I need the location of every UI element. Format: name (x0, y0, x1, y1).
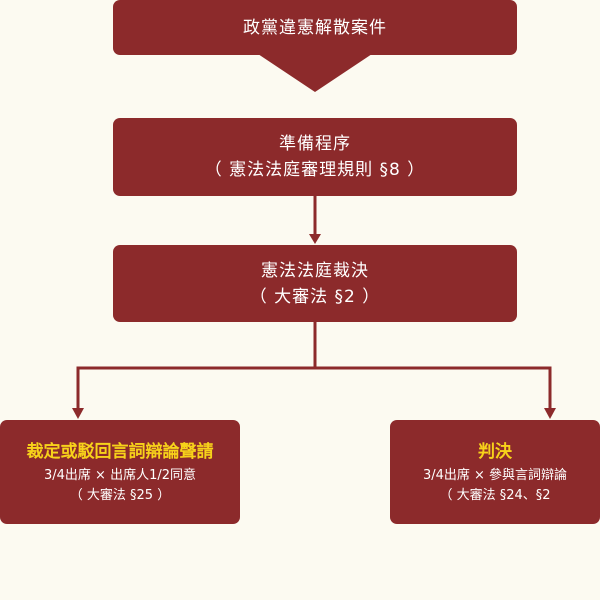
node-title: 準備程序 (279, 134, 351, 154)
node-title: 判決 (478, 442, 512, 462)
node-title: 裁定或駁回言詞辯論聲請 (26, 442, 214, 462)
node-rule: 3/4出席 × 參與言詞辯論 (422, 468, 568, 483)
node-ruling: 憲法法庭裁決 （ 大審法 §2 ） (113, 245, 517, 322)
node-ref: （ 大審法 §2 ） (249, 286, 381, 307)
node-title: 政黨違憲解散案件 (243, 17, 387, 38)
node-title: 憲法法庭裁決 (261, 260, 369, 281)
connector-branch-h (76, 366, 552, 410)
node-judgment: 判決 3/4出席 × 參與言詞辯論 （ 大審法 §24、§2 (390, 420, 600, 524)
chevron-arrow (258, 54, 372, 92)
node-ref: （ 大審法 §24、§2 (439, 488, 551, 503)
node-dismiss: 裁定或駁回言詞辯論聲請 3/4出席 × 出席人1/2同意 （ 大審法 §25 ） (0, 420, 240, 524)
node-case: 政黨違憲解散案件 (113, 0, 517, 55)
node-prep: 準備程序 （ 憲法法庭審理規則 §8 ） (113, 118, 517, 196)
node-ref: （ 大審法 §25 ） (69, 488, 171, 503)
node-ref: （ 憲法法庭審理規則 §8 ） (204, 160, 426, 180)
arrow-head (309, 234, 321, 244)
node-rule: 3/4出席 × 出席人1/2同意 (43, 468, 196, 483)
arrow-head-right (544, 408, 556, 419)
arrow-head-left (72, 408, 84, 419)
